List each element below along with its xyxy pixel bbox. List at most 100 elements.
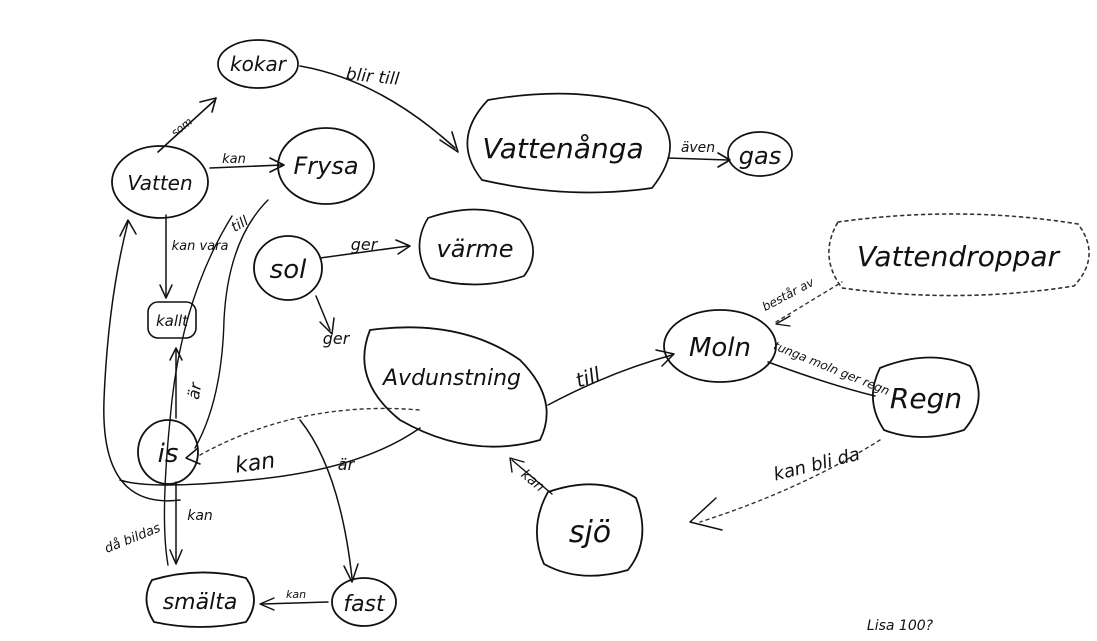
node-vatten-label: Vatten bbox=[127, 171, 192, 195]
arrowhead-fast-smalta bbox=[259, 597, 275, 611]
node-avdunstning-outline bbox=[363, 326, 548, 448]
node-vattendroppar-outline bbox=[828, 213, 1090, 297]
edge-label-kan-fast-smalta: kan bbox=[286, 588, 306, 601]
node-sjo-outline bbox=[535, 483, 644, 577]
node-regn-outline bbox=[871, 356, 980, 438]
node-sjo-label: sjö bbox=[569, 515, 611, 550]
node-smalta-outline bbox=[145, 571, 255, 628]
node-frysa-outline bbox=[277, 127, 375, 205]
node-vattenanga: Vattenånga bbox=[466, 92, 671, 194]
arrowhead-fast bbox=[343, 563, 359, 583]
edge-label-da-bildas: då bildas bbox=[103, 521, 163, 557]
edge-label-kan-vatten-frysa: kan bbox=[222, 152, 246, 167]
edge-label-till-avd-moln: till bbox=[572, 362, 603, 393]
edge-label-tunga-moln-ger-regn: tunga moln ger regn bbox=[771, 339, 891, 398]
node-smalta: smälta bbox=[145, 571, 255, 628]
node-moln-outline bbox=[663, 309, 777, 383]
edge-label-kan-is-smalta: kan bbox=[187, 508, 213, 524]
node-vatten-outline bbox=[111, 145, 209, 219]
arrowhead-kallt bbox=[159, 284, 173, 299]
node-frysa-label: Frysa bbox=[293, 152, 358, 180]
node-regn: Regn bbox=[871, 356, 980, 438]
arrowhead-varme bbox=[395, 239, 411, 255]
arrowhead-smalta bbox=[169, 549, 183, 565]
node-kallt-outline bbox=[147, 301, 197, 339]
arrowhead-vatten bbox=[119, 219, 137, 237]
edge-label-ar-is-fast: är bbox=[338, 455, 356, 474]
arrowhead-sjo-avd bbox=[509, 457, 525, 473]
node-gas: gas bbox=[727, 131, 793, 177]
edge-line-is-avdunstning bbox=[199, 407, 421, 456]
edge-line-vatten-kokar bbox=[157, 99, 216, 153]
edge-line-moln-regn bbox=[767, 361, 876, 397]
edge-label-aven: även bbox=[681, 140, 715, 156]
node-kokar-outline bbox=[217, 39, 299, 89]
node-varme: värme bbox=[418, 208, 534, 286]
edge-label-kan-bli-da: kan bli da bbox=[771, 444, 862, 486]
edge-line-loop-vatten bbox=[103, 221, 181, 502]
edge-line-vattenanga-gas bbox=[667, 157, 729, 161]
edge-line-frysa-is bbox=[194, 199, 269, 449]
node-vattenanga-outline bbox=[466, 92, 671, 194]
edge-label-kan-avd-is: kan bbox=[233, 448, 276, 478]
arrowhead-kokar bbox=[199, 97, 217, 113]
node-varme-label: värme bbox=[437, 235, 514, 263]
arrowhead-moln bbox=[655, 349, 675, 367]
node-avdunstning: Avdunstning bbox=[363, 326, 548, 448]
arrowhead-is bbox=[185, 447, 201, 465]
node-fast-label: fast bbox=[343, 592, 386, 617]
edge-line-regn-sjo bbox=[699, 439, 881, 523]
edge-line-fast-smalta bbox=[261, 601, 329, 605]
node-vattendroppar-label: Vattendroppar bbox=[857, 240, 1061, 273]
edge-label-ger-sol-varme: ger bbox=[351, 235, 379, 254]
node-gas-label: gas bbox=[739, 142, 781, 170]
node-gas-outline bbox=[727, 131, 793, 177]
edge-line-avdunstning-moln bbox=[547, 354, 673, 406]
node-vattenanga-label: Vattenånga bbox=[482, 132, 643, 165]
node-is-outline bbox=[137, 419, 199, 485]
node-avdunstning-label: Avdunstning bbox=[381, 366, 521, 391]
node-kallt-label: kallt bbox=[156, 312, 189, 330]
edge-line-kokar-vattenanga bbox=[299, 65, 456, 149]
edge-line-vatten-frysa bbox=[209, 164, 283, 169]
node-kokar: kokar bbox=[217, 39, 299, 89]
edge-line-avdunstning-is bbox=[119, 427, 421, 486]
edge-label-ar-is-kallt: är bbox=[184, 380, 206, 401]
node-vatten: Vatten bbox=[111, 145, 209, 219]
edge-line-moln-vattendroppar bbox=[775, 281, 843, 323]
node-sol-outline bbox=[253, 235, 323, 301]
arrowhead-vattenanga bbox=[439, 131, 459, 153]
node-is-label: is bbox=[158, 439, 179, 469]
node-regn-label: Regn bbox=[890, 382, 962, 415]
edge-label-till-frysa-is: till bbox=[229, 213, 252, 235]
node-fast: fast bbox=[331, 577, 397, 627]
arrowhead-frysa bbox=[269, 157, 285, 173]
edge-label-som: som bbox=[169, 115, 195, 140]
node-sol-label: sol bbox=[270, 255, 307, 285]
signature: Lisa 100? bbox=[867, 618, 934, 634]
arrowhead-moln-back bbox=[775, 315, 791, 327]
node-is: is bbox=[137, 419, 199, 485]
node-smalta-label: smälta bbox=[163, 590, 238, 615]
edge-label-bestar-av: består av bbox=[760, 275, 817, 314]
edge-line-sol-avdunstning bbox=[315, 295, 331, 331]
arrowhead-is-kallt bbox=[169, 347, 183, 361]
node-sol: sol bbox=[253, 235, 323, 301]
edge-label-kan-sjo: kan bbox=[518, 467, 548, 496]
edge-label-blir-till: blir till bbox=[345, 64, 401, 90]
node-moln-label: Moln bbox=[689, 333, 751, 363]
arrowhead-avdunstning bbox=[319, 317, 335, 335]
node-frysa: Frysa bbox=[277, 127, 375, 205]
edge-line-sjo-avdunstning bbox=[511, 459, 553, 495]
edge-label-kan-vara: kan vara bbox=[172, 239, 229, 254]
node-varme-outline bbox=[418, 208, 534, 286]
node-kokar-label: kokar bbox=[230, 52, 288, 76]
arrowhead-sjo bbox=[689, 497, 723, 531]
node-kallt: kallt bbox=[147, 301, 197, 339]
node-vattendroppar: Vattendroppar bbox=[828, 213, 1090, 297]
edge-line-sol-varme bbox=[319, 245, 409, 259]
node-fast-outline bbox=[331, 577, 397, 627]
edge-line-is-fast bbox=[299, 419, 353, 579]
edge-label-ger-sol-avd: ger bbox=[323, 329, 351, 348]
